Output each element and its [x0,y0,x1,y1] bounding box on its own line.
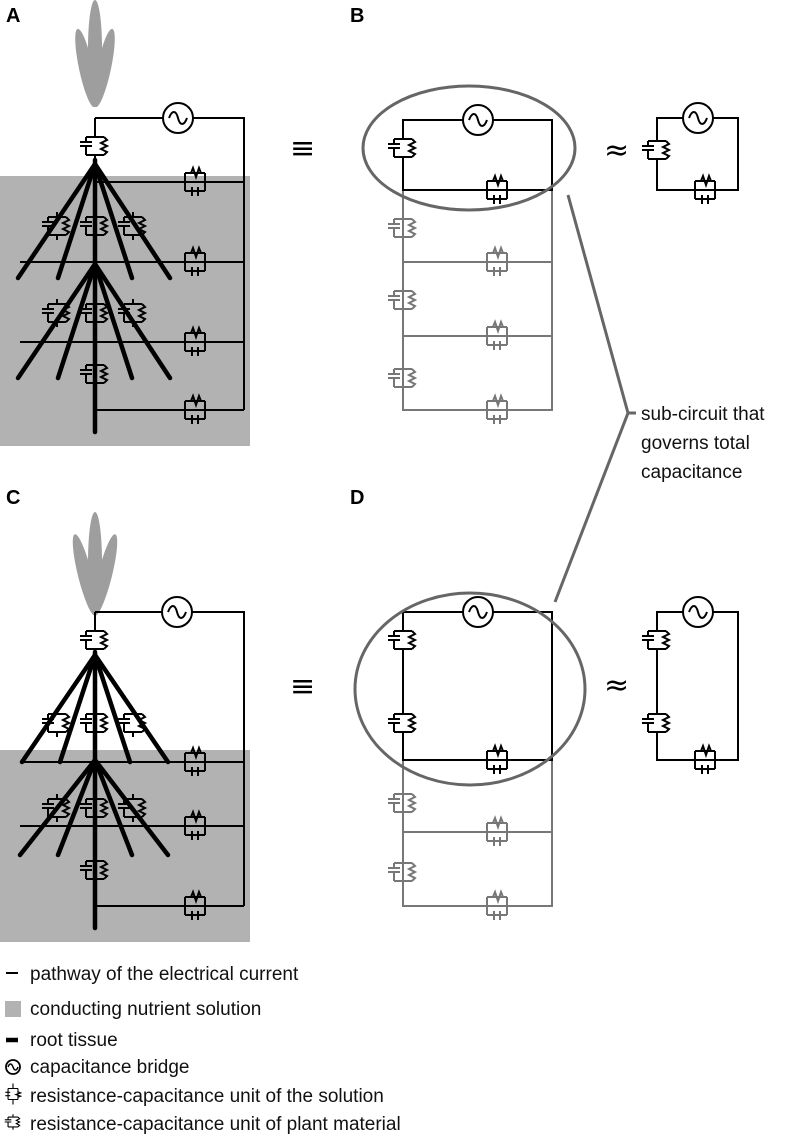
faded-circuit-d [387,760,553,921]
panel-c: C [0,487,250,942]
capacitance-bridge-icon [682,596,714,628]
panel-b: B [350,5,577,425]
capacitance-bridge-icon [161,596,193,628]
legend-item: resistance-capacitance unit of the solut… [4,1083,384,1107]
sub-circuit-b [387,104,553,205]
plant-rc-unit-icon [387,133,416,163]
plant-rc-unit-icon [387,625,416,655]
simplified-circuit-d [641,596,739,775]
plant-rc-unit-icon [641,135,670,165]
legend-item: resistance-capacitance unit of plant mat… [4,1113,401,1135]
plant-rc-unit-icon [387,857,416,887]
simplified-circuit-b [641,102,739,205]
legend-text: resistance-capacitance unit of plant mat… [30,1114,401,1135]
plant-leaves-a [75,0,115,108]
legend-item: capacitance bridge [5,1057,190,1078]
plant-rc-unit-icon [641,708,670,738]
approx-symbol-bottom: ≈ [604,668,629,703]
capacitance-bridge-icon [462,596,494,628]
equivalent-symbol-top: ≡ [290,131,315,166]
plant-rc-unit-icon [4,1113,21,1131]
plant-rc-unit-icon [387,285,416,315]
capacitance-bridge-icon [162,102,194,134]
panel-label-d: D [350,487,364,509]
legend-text: capacitance bridge [30,1057,190,1078]
capacitance-bridge-icon [462,104,494,136]
legend: pathway of the electrical current conduc… [4,964,401,1135]
circuit-a [20,102,245,425]
solution-rc-unit-icon [4,1083,22,1105]
sub-circuit-ellipse-b [361,84,577,212]
panel-a: A [0,0,250,446]
panel-d: D [350,487,587,921]
legend-item: pathway of the electrical current [6,964,299,985]
approx-symbol-top: ≈ [604,133,629,168]
gray-square-icon [5,1001,21,1017]
legend-text: resistance-capacitance unit of the solut… [30,1086,384,1107]
sub-circuit-d [387,596,553,775]
plant-rc-unit-icon [387,363,416,393]
legend-text: conducting nutrient solution [30,999,261,1020]
capacitance-bridge-icon [682,102,714,134]
circuit-c [20,596,245,921]
panel-label-c: C [6,487,20,509]
callout-line-1: sub-circuit that [641,404,765,425]
plant-rc-unit-icon [79,131,108,161]
panel-label-a: A [6,5,20,27]
plant-leaves-c [72,512,118,616]
callout: sub-circuit that governs total capacitan… [553,194,765,603]
plant-rc-unit-icon [79,625,108,655]
plant-rc-unit-icon [387,213,416,243]
plant-rc-unit-icon [387,788,416,818]
plant-rc-unit-icon [41,708,70,738]
sub-circuit-ellipse-d [353,591,587,787]
legend-text: root tissue [30,1030,118,1051]
plant-rc-unit-icon [641,625,670,655]
nutrient-solution-c [0,750,250,942]
legend-text: pathway of the electrical current [30,964,299,985]
legend-item: root tissue [6,1030,118,1051]
plant-rc-unit-icon [387,708,416,738]
capacitance-bridge-icon [5,1059,21,1075]
callout-lines [553,194,636,603]
faded-circuit-b [387,190,553,425]
panel-label-b: B [350,5,364,27]
callout-line-3: capacitance [641,462,742,483]
callout-line-2: governs total [641,433,750,454]
legend-item: conducting nutrient solution [5,999,261,1020]
equivalent-symbol-bottom: ≡ [290,669,315,704]
